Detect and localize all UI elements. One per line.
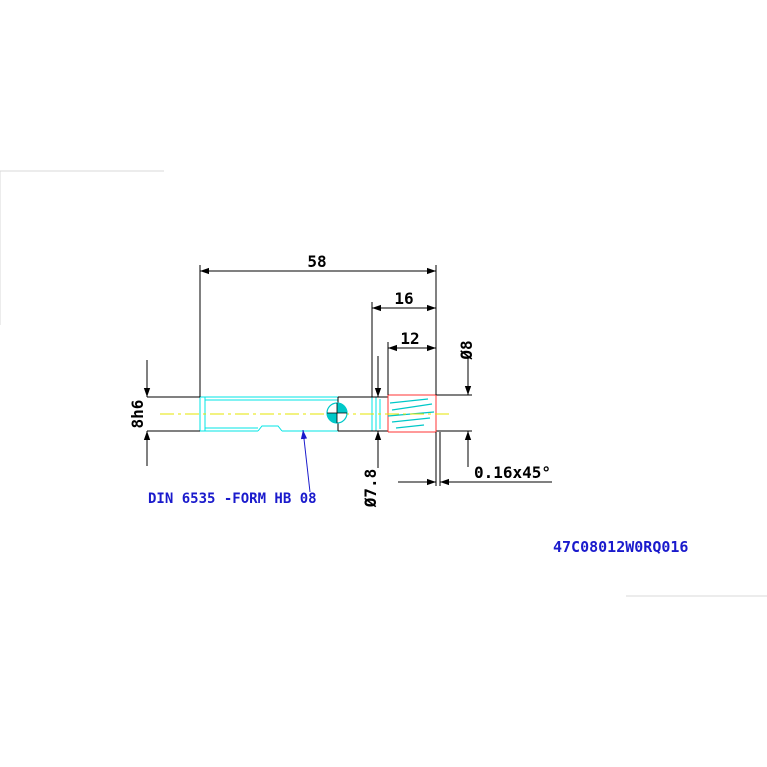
dim-shank-diameter-label: 8h6 <box>128 400 147 429</box>
sheet-frame <box>0 170 767 597</box>
dim-cutting-length-label: 16 <box>394 289 413 308</box>
shank-standard-label: DIN 6535 -FORM HB 08 <box>148 491 317 507</box>
dim-cutting-diameter-label: Ø8 <box>457 340 476 360</box>
dim-neck-diameter: Ø7.8 <box>361 356 382 509</box>
dim-flute-length-label: 12 <box>400 329 419 348</box>
dim-chamfer: 0.16x45° <box>398 432 552 486</box>
shank-standard-note: DIN 6535 -FORM HB 08 <box>148 429 317 507</box>
tool-body <box>147 394 472 433</box>
dim-cutting-length: 16 <box>371 289 436 397</box>
dim-shank-diameter: 8h6 <box>128 360 151 466</box>
dim-cutting-diameter: Ø8 <box>457 340 476 467</box>
dim-flute-length: 12 <box>387 329 436 395</box>
dim-overall-length: 58 <box>199 252 437 397</box>
dim-neck-diameter-label: Ø7.8 <box>361 469 380 509</box>
part-number: 47C08012W0RQ016 <box>553 538 688 556</box>
center-symbol-icon <box>326 402 348 424</box>
dim-chamfer-label: 0.16x45° <box>474 463 551 482</box>
dim-overall-length-label: 58 <box>307 252 326 271</box>
